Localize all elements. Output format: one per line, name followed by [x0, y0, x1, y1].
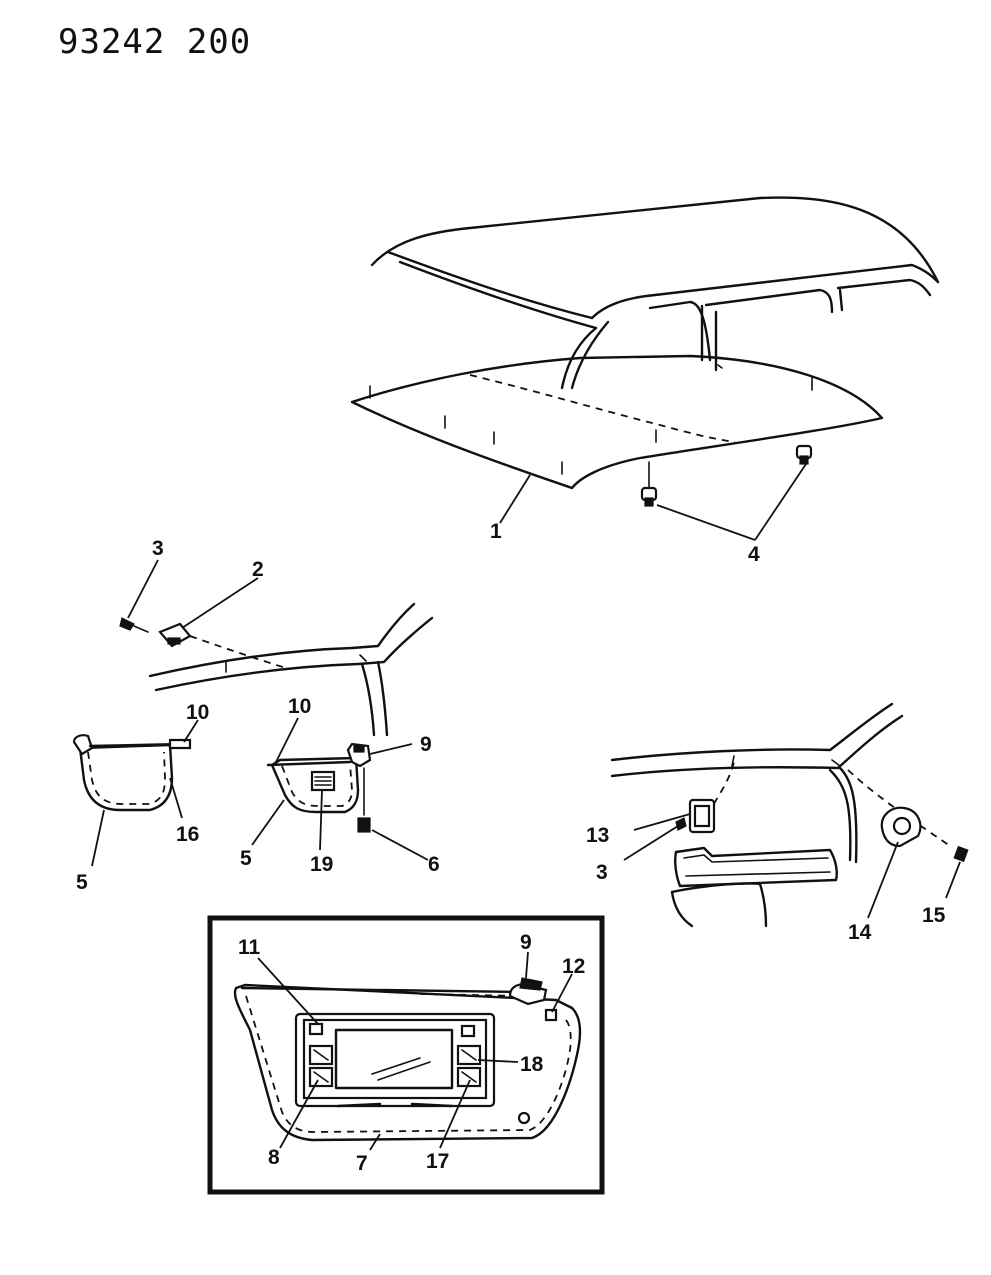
callout-16: 16 — [176, 823, 199, 846]
screw — [119, 617, 149, 633]
callout-10: 10 — [186, 701, 209, 724]
screw — [953, 845, 969, 863]
callout-9b: 9 — [520, 931, 532, 954]
coat-hook — [688, 798, 716, 834]
screw — [357, 767, 371, 833]
callout-12: 12 — [562, 955, 585, 978]
callout-17: 17 — [426, 1150, 449, 1173]
callout-1: 1 — [490, 520, 502, 543]
callout-15: 15 — [922, 904, 946, 927]
callout-6: 6 — [428, 853, 440, 876]
callout-7: 7 — [356, 1152, 368, 1175]
roof-rail-front — [148, 602, 434, 737]
callout-5: 5 — [76, 871, 88, 894]
sun-visor-right — [266, 756, 360, 814]
callout-3: 3 — [152, 537, 164, 560]
callout-9: 9 — [420, 733, 432, 756]
callout-5b: 5 — [240, 847, 252, 870]
callout-2: 2 — [252, 558, 264, 581]
vanity-visor-pivot — [508, 977, 558, 1022]
inset-frame — [207, 915, 605, 1195]
sun-visor-left — [72, 734, 192, 812]
callout-14: 14 — [848, 921, 872, 944]
callout-18: 18 — [520, 1053, 544, 1076]
callout-10b: 10 — [288, 695, 311, 718]
retainer-clip — [640, 461, 658, 507]
headliner — [350, 354, 884, 490]
screw — [675, 817, 687, 831]
callout-3b: 3 — [596, 861, 608, 884]
retainer-clip — [795, 444, 813, 465]
callout-19: 19 — [310, 853, 333, 876]
vanity-visor — [233, 983, 582, 1142]
roof-outline — [370, 196, 940, 390]
assist-handle-bezel — [880, 806, 922, 848]
callout-11: 11 — [238, 936, 261, 959]
callout-8: 8 — [268, 1146, 280, 1169]
visor-bracket — [346, 742, 372, 768]
callout-13: 13 — [586, 824, 609, 847]
rear-pillar-trim — [610, 702, 904, 928]
document-number: 93242 200 — [58, 22, 252, 62]
dome-lamp — [158, 622, 192, 648]
callout-4: 4 — [748, 543, 760, 566]
